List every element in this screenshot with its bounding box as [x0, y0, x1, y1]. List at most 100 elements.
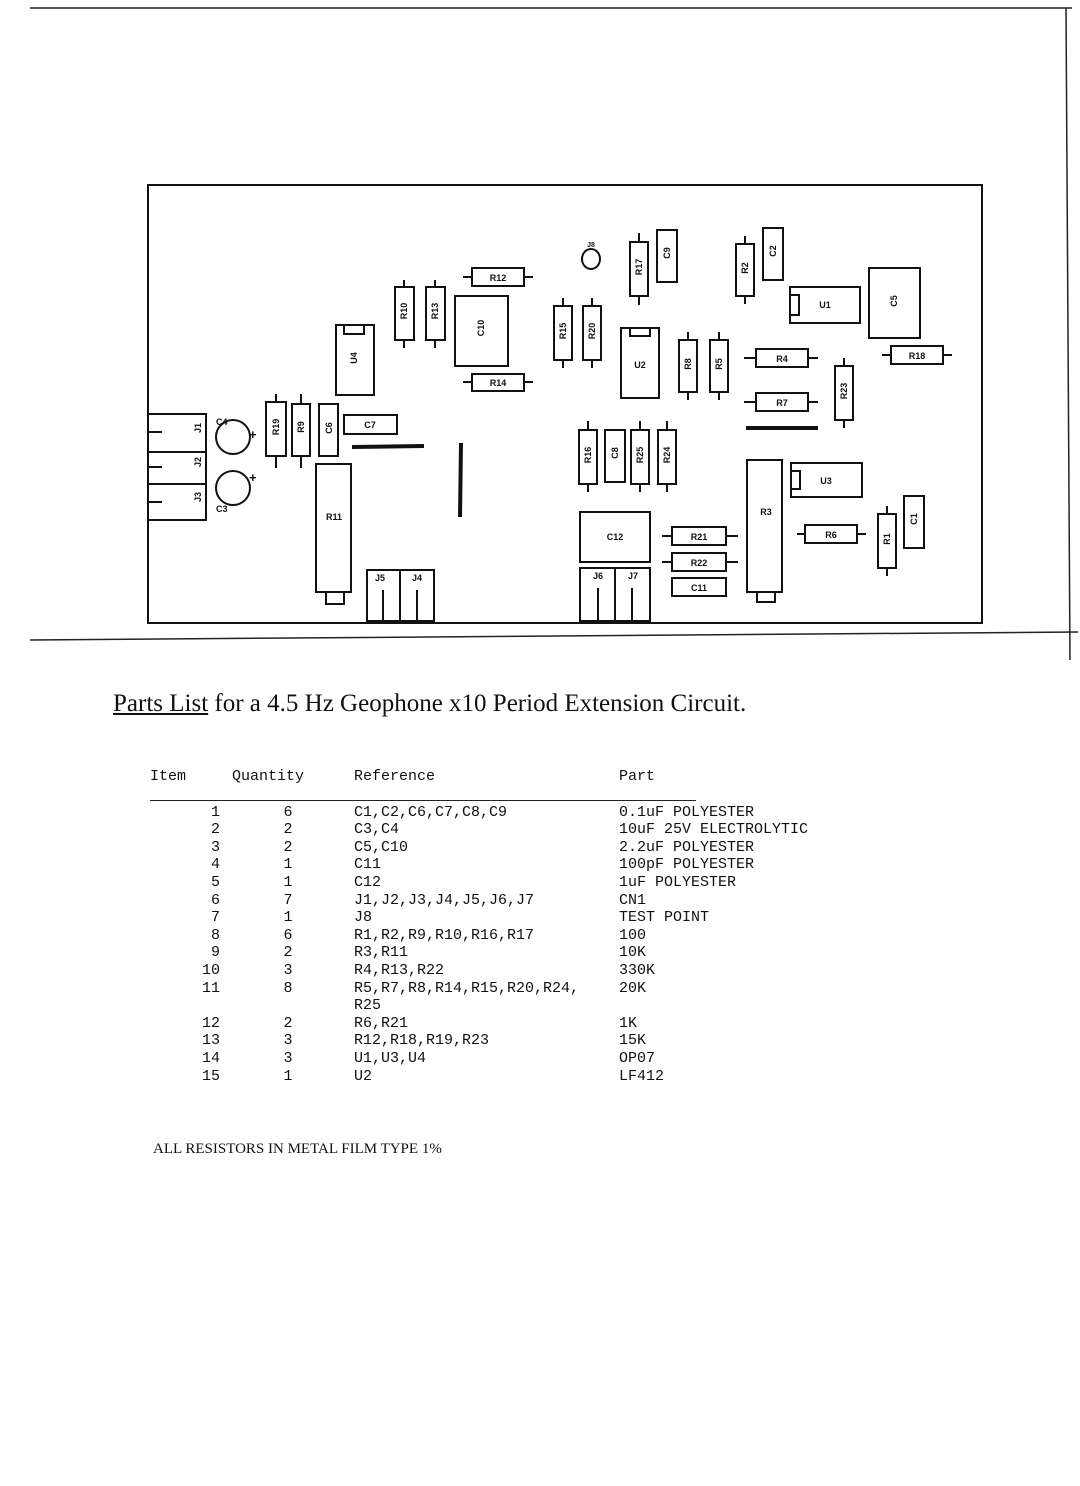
label-c3: C3 [216, 504, 228, 514]
resistor-r10: R10 [394, 280, 415, 348]
label-r4: R4 [776, 354, 788, 364]
label-j4: J4 [412, 573, 422, 583]
part-cell: 0.1uF POLYESTER [619, 803, 755, 821]
label-c10: C10 [476, 320, 486, 337]
label-j8: J8 [587, 242, 595, 249]
ic-u2: U2 [620, 327, 660, 399]
capacitor-c10: C10 [454, 295, 509, 367]
test-point-j8: J8 [581, 242, 601, 270]
quantity-cell: 1 [283, 856, 293, 874]
reference-cell: C12 [354, 873, 382, 891]
reference-cell: C1,C2,C6,C7,C8,C9 [354, 803, 508, 821]
part-cell: 100 [619, 926, 647, 944]
quantity-cell: 3 [283, 1049, 293, 1067]
item-cell: 9 [210, 944, 220, 962]
resistor-r16: R16 [578, 421, 598, 492]
quantity-cell: 1 [283, 909, 293, 927]
reference-cell: R12,R18,R19,R23 [354, 1032, 490, 1050]
resistor-r15: R15 [553, 298, 573, 368]
quantity-cell [232, 997, 344, 1015]
connector-j4: J4 [399, 569, 435, 622]
label-u3: U3 [820, 476, 832, 486]
quantity-cell: 2 [283, 821, 293, 839]
label-r11: R11 [326, 512, 342, 522]
resistor-r3: R3 [746, 459, 783, 603]
quantity-cell: 7 [283, 891, 293, 909]
part-cell: 1uF POLYESTER [619, 873, 737, 891]
reference-cell: C5,C10 [354, 838, 409, 856]
label-u1: U1 [819, 300, 831, 310]
board-outline [147, 184, 983, 624]
resistor-r19: R19 [265, 394, 287, 468]
label-c5: C5 [889, 295, 899, 307]
label-r18: R18 [909, 351, 926, 361]
jumper-wire-1 [351, 444, 425, 449]
resistor-r11: R11 [315, 463, 352, 605]
item-cell: 8 [210, 926, 220, 944]
capacitor-c2: C2 [762, 227, 784, 281]
part-cell: 15K [619, 1032, 647, 1050]
capacitor-c8: C8 [604, 429, 626, 483]
reference-cell: J8 [354, 909, 373, 927]
item-cell: 11 [201, 979, 220, 997]
page-divider [29, 631, 1079, 641]
quantity-cell: 3 [283, 961, 293, 979]
label-j6: J6 [593, 571, 603, 581]
reference-cell: R1,R2,R9,R10,R16,R17 [354, 926, 535, 944]
resistor-r17: R17 [629, 233, 649, 305]
header-reference: Reference [354, 768, 436, 785]
label-r13: R13 [430, 303, 440, 320]
label-r6: R6 [825, 530, 837, 540]
part-cell: 100pF POLYESTER [619, 856, 755, 874]
resistor-r20: R20 [582, 298, 602, 368]
label-j3: J3 [193, 492, 203, 502]
ic-u4: U4 [335, 324, 375, 396]
table-header-row: Item Quantity Reference Part [150, 768, 859, 804]
label-r3: R3 [760, 507, 772, 517]
item-cell: 3 [210, 838, 220, 856]
reference-cell: R3,R11 [354, 944, 409, 962]
resistor-r25: R25 [630, 421, 650, 492]
resistor-r7: R7 [744, 392, 818, 412]
resistor-r5: R5 [709, 332, 729, 400]
title-rest: for a 4.5 Hz Geophone x10 Period Extensi… [208, 690, 747, 717]
resistor-r23: R23 [834, 358, 854, 428]
quantity-cell: 6 [283, 803, 293, 821]
resistor-r22: R22 [662, 552, 738, 572]
capacitor-c5: C5 [868, 267, 921, 339]
label-r17: R17 [634, 259, 644, 276]
resistor-r6: R6 [797, 524, 866, 544]
capacitor-c6: C6 [318, 403, 339, 457]
label-r24: R24 [662, 447, 672, 464]
table-header-rule [150, 800, 696, 801]
resistor-r12: R12 [463, 267, 533, 287]
label-j5: J5 [375, 573, 385, 583]
part-cell: 1K [619, 1014, 638, 1032]
pcb-layout-diagram: J1 J2 J3 C4 + C3 + R19 R9 C6 C7 [29, 7, 1079, 660]
item-cell: 4 [210, 856, 220, 874]
capacitor-c7: C7 [343, 414, 398, 435]
item-cell: 2 [210, 821, 220, 839]
reference-cell: R4,R13,R22 [354, 961, 445, 979]
item-cell: 15 [201, 1067, 220, 1085]
item-cell [150, 997, 232, 1015]
capacitor-c3: C3 + [215, 470, 257, 514]
part-cell: 2.2uF POLYESTER [619, 838, 755, 856]
label-r10: R10 [399, 303, 409, 320]
label-r7: R7 [776, 398, 788, 408]
item-cell: 6 [210, 891, 220, 909]
item-cell: 12 [201, 1014, 220, 1032]
plus-sign-c3: + [249, 470, 257, 485]
label-r16: R16 [583, 447, 593, 464]
label-r14: R14 [490, 378, 507, 388]
reference-cell: J1,J2,J3,J4,J5,J6,J7 [354, 891, 535, 909]
reference-cell: R25 [354, 997, 382, 1015]
capacitor-c1: C1 [903, 495, 925, 549]
label-c8: C8 [610, 447, 620, 459]
